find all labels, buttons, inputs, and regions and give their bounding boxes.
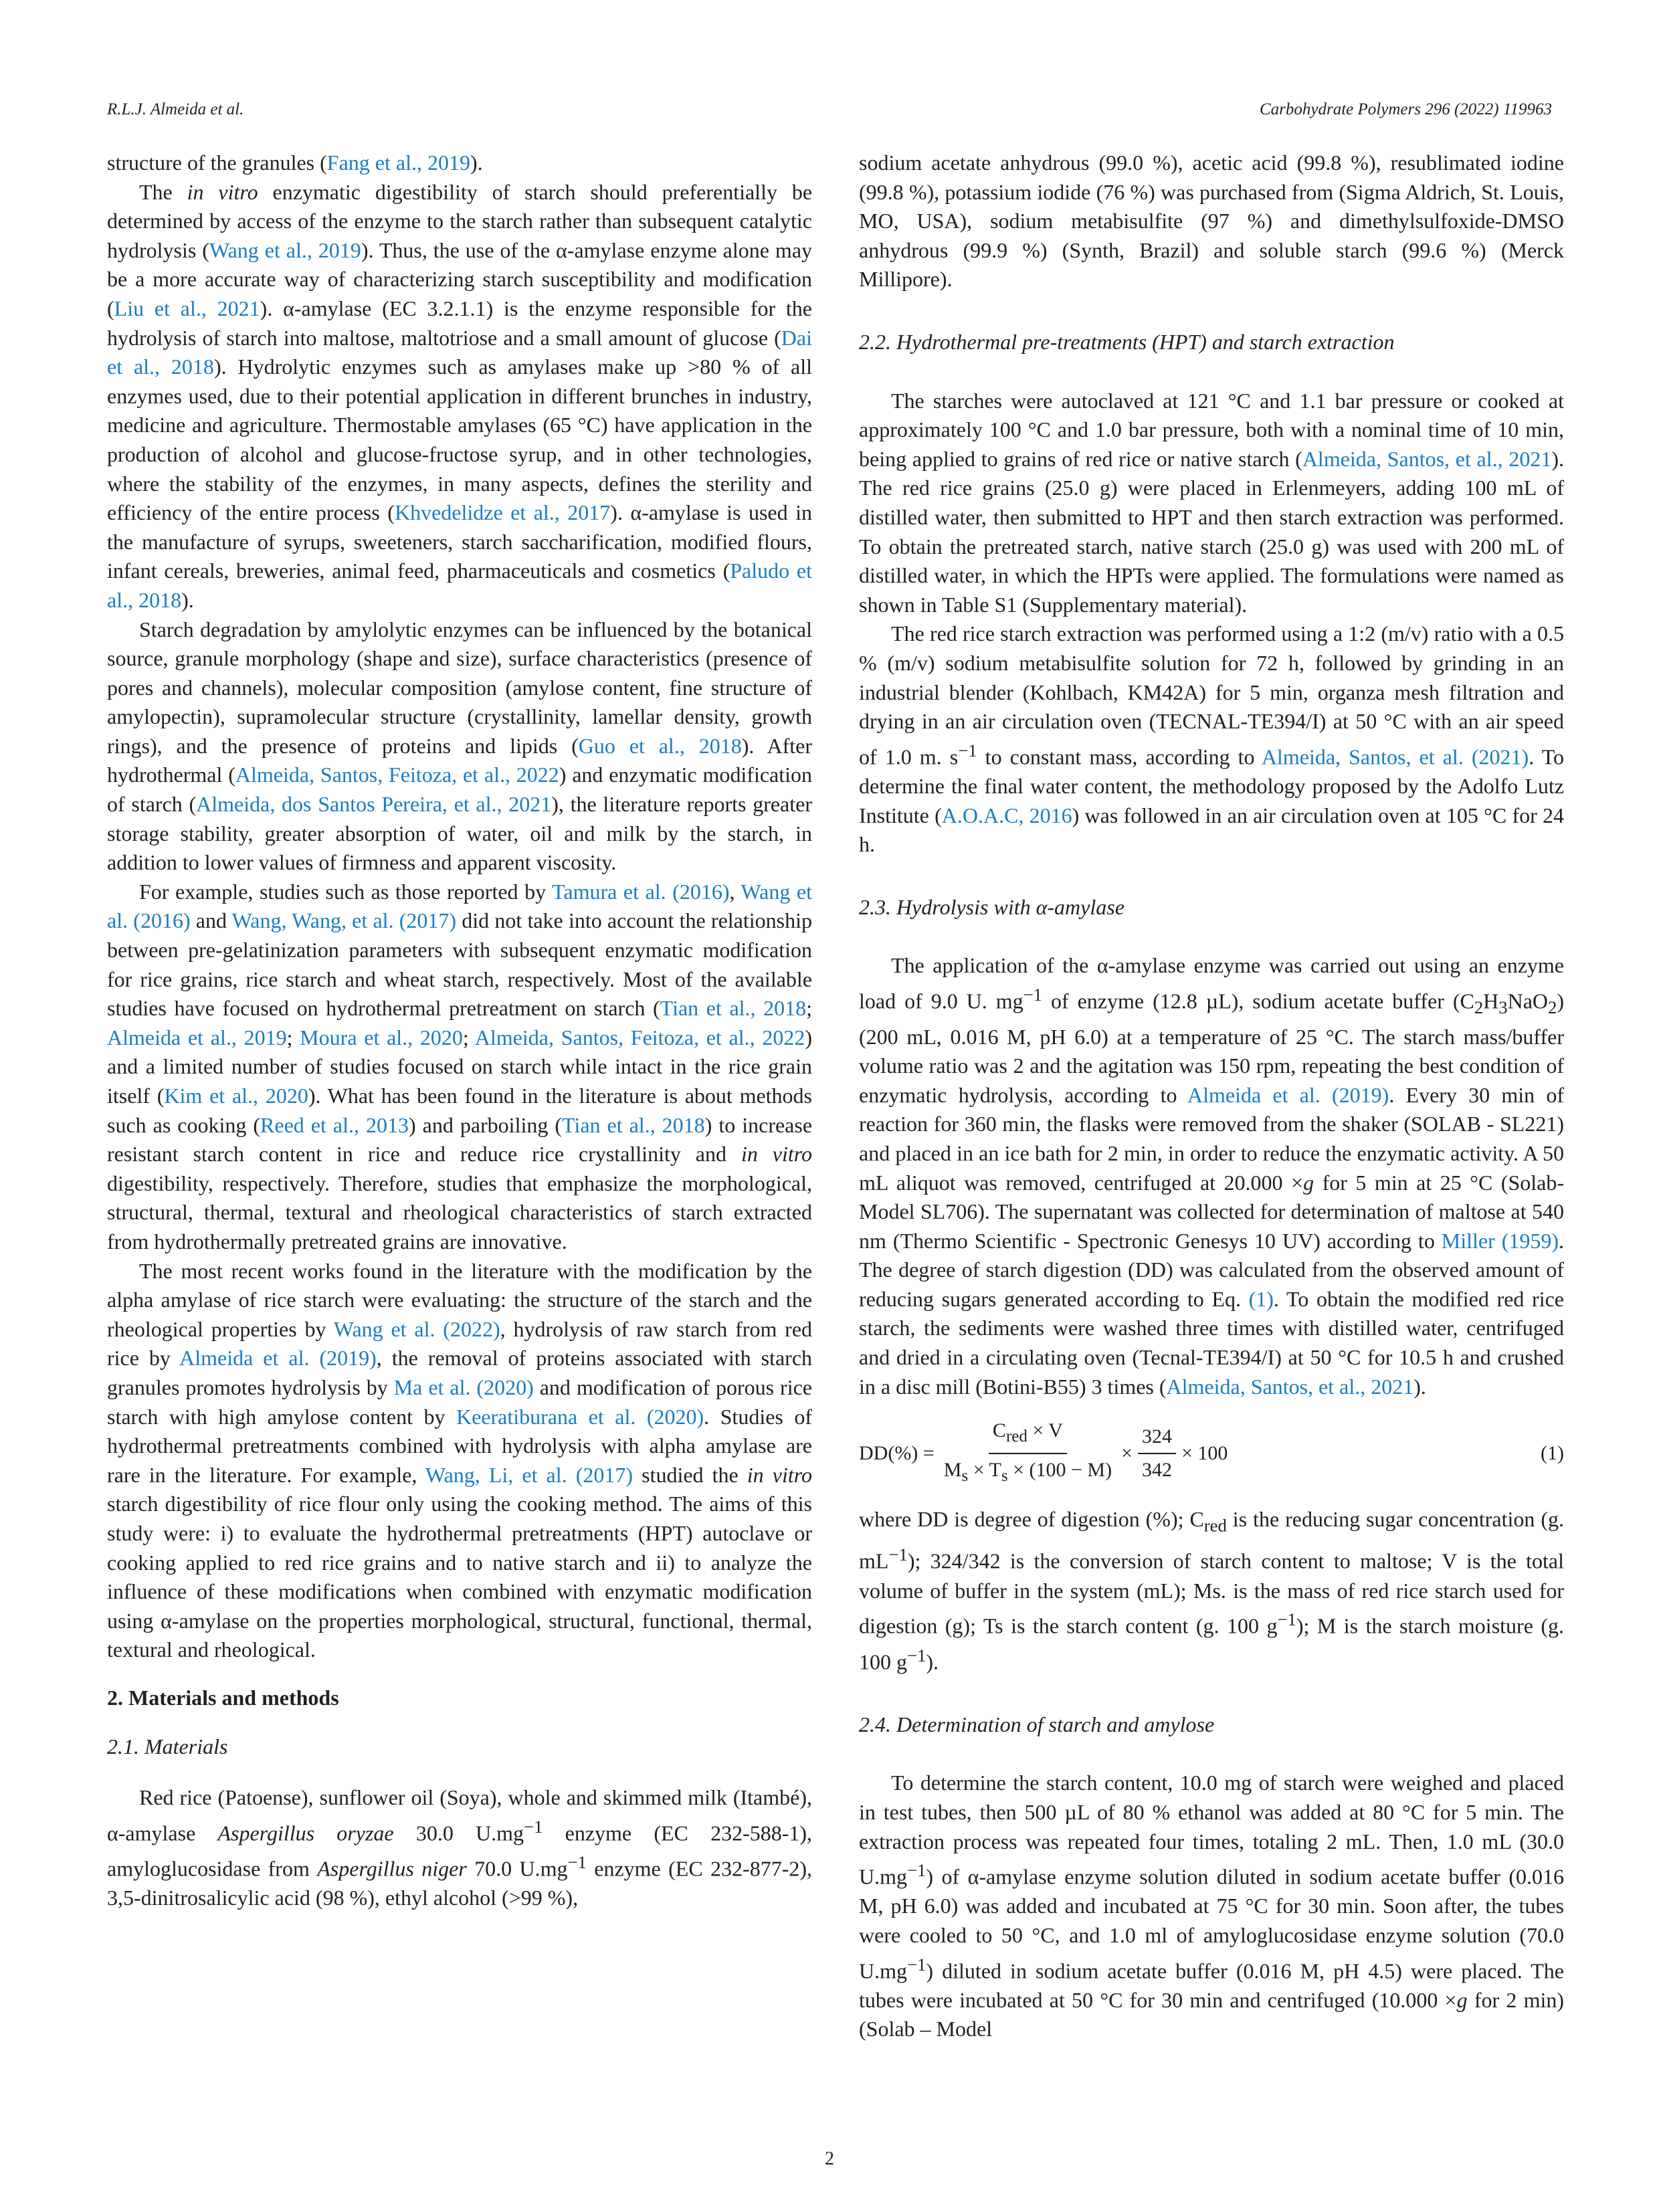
citation-link[interactable]: Keeratiburana et al. (2020) xyxy=(456,1404,704,1429)
paragraph: The most recent works found in the liter… xyxy=(107,1258,813,1662)
section-heading: 2. Materials and methods xyxy=(107,1685,339,1710)
equation-fraction-main: Cred × V Ms × Ts × (100 − M) xyxy=(940,1416,1116,1490)
left-column: structure of the granules (Fang et al., … xyxy=(107,148,812,1913)
citation-link[interactable]: Almeida, Santos, Feitoza, et al., 2022 xyxy=(235,763,559,787)
paragraph: The application of the α-amylase enzyme … xyxy=(859,953,1565,1399)
paragraph: The starches were autoclaved at 121 °C a… xyxy=(859,388,1565,617)
equation-tail: × 100 xyxy=(1181,1442,1228,1465)
citation-link[interactable]: Almeida, Santos, Feitoza, et al., 2022 xyxy=(474,1025,805,1049)
running-header-authors: R.L.J. Almeida et al. xyxy=(107,100,244,118)
equation-link[interactable]: (1) xyxy=(1248,1286,1274,1311)
paragraph: where DD is degree of digestion (%); Cre… xyxy=(859,1507,1565,1674)
citation-link[interactable]: A.O.A.C, 2016 xyxy=(941,803,1072,827)
equation-lhs: DD(%) = xyxy=(859,1442,935,1465)
right-column: sodium acetate anhydrous (99.0 %), aceti… xyxy=(859,148,1564,2044)
citation-link[interactable]: Wang et al. (2022) xyxy=(333,1316,500,1341)
page-number: 2 xyxy=(825,2148,834,2169)
paragraph: sodium acetate anhydrous (99.0 %), aceti… xyxy=(859,150,1564,292)
citation-link[interactable]: Reed et al., 2013 xyxy=(260,1112,409,1137)
citation-link[interactable]: Khvedelidze et al., 2017 xyxy=(394,500,611,525)
citation-link[interactable]: Miller (1959) xyxy=(1441,1228,1559,1253)
citation-link[interactable]: Guo et al., 2018 xyxy=(578,733,742,758)
citation-link[interactable]: Ma et al. (2020) xyxy=(393,1375,534,1399)
citation-link[interactable]: Tian et al., 2018 xyxy=(562,1112,705,1137)
citation-link[interactable]: Almeida et al. (2019) xyxy=(1187,1082,1389,1107)
citation-link[interactable]: Almeida, Santos, et al., 2021 xyxy=(1166,1374,1414,1399)
citation-link[interactable]: Dai et al., 2018 xyxy=(107,325,812,379)
paragraph: The in vitro enzymatic digestibility of … xyxy=(107,179,813,612)
subsection-heading: 2.4. Determination of starch and amylose xyxy=(859,1712,1215,1736)
citation-link[interactable]: Moura et al., 2020 xyxy=(300,1025,463,1049)
citation-link[interactable]: Wang et al. (2016) xyxy=(107,879,813,933)
citation-link[interactable]: Tamura et al. (2016) xyxy=(552,879,730,904)
equation-denominator: 342 xyxy=(1142,1458,1173,1481)
equation-number: (1) xyxy=(1541,1442,1564,1465)
paragraph: The red rice starch extraction was perfo… xyxy=(859,621,1565,857)
citation-link[interactable]: Wang, Wang, et al. (2017) xyxy=(231,908,457,933)
paragraph: For example, studies such as those repor… xyxy=(107,879,813,1253)
citation-link[interactable]: Wang, Li, et al. (2017) xyxy=(425,1462,633,1487)
subsection-heading: 2.2. Hydrothermal pre-treatments (HPT) a… xyxy=(859,329,1395,354)
citation-link[interactable]: Almeida et al. (2019) xyxy=(179,1346,377,1371)
citation-link[interactable]: Paludo et al., 2018 xyxy=(107,559,813,612)
subsection-heading: 2.3. Hydrolysis with α-amylase xyxy=(859,894,1125,919)
citation-link[interactable]: Almeida, Santos, et al., 2021 xyxy=(1302,446,1552,471)
citation-link[interactable]: Almeida, dos Santos Pereira, et al., 202… xyxy=(196,792,552,817)
citation-link[interactable]: Kim et al., 2020 xyxy=(164,1084,308,1108)
running-header-journal: Carbohydrate Polymers 296 (2022) 119963 xyxy=(1260,100,1552,118)
citation-link[interactable]: Liu et al., 2021 xyxy=(114,296,260,320)
paragraph: To determine the starch content, 10.0 mg… xyxy=(859,1771,1565,2041)
equation-body: DD(%) = Cred × V Ms × Ts × (100 − M) × 3… xyxy=(859,1416,1510,1490)
equation-times: × xyxy=(1121,1442,1133,1465)
equation-fraction-conversion: 324 342 xyxy=(1138,1422,1177,1484)
citation-link[interactable]: Almeida, Santos, et al. (2021) xyxy=(1261,744,1529,769)
citation-link[interactable]: Almeida et al., 2019 xyxy=(107,1025,287,1049)
subsection-heading: 2.1. Materials xyxy=(107,1734,228,1759)
paragraph: structure of the granules (Fang et al., … xyxy=(107,150,483,175)
citation-link[interactable]: Tian et al., 2018 xyxy=(660,996,807,1021)
paragraph: Starch degradation by amylolytic enzymes… xyxy=(107,617,813,875)
equation-numerator: Cred × V xyxy=(988,1416,1067,1454)
paragraph: Red rice (Patoense), sunflower oil (Soya… xyxy=(107,1785,813,1910)
equation-block: DD(%) = Cred × V Ms × Ts × (100 − M) × 3… xyxy=(859,1416,1564,1490)
citation-link[interactable]: Wang et al., 2019 xyxy=(209,237,361,262)
equation-denominator: Ms × Ts × (100 − M) xyxy=(943,1458,1112,1485)
equation-numerator: 324 xyxy=(1138,1422,1177,1454)
citation-link[interactable]: Fang et al., 2019 xyxy=(326,150,470,175)
